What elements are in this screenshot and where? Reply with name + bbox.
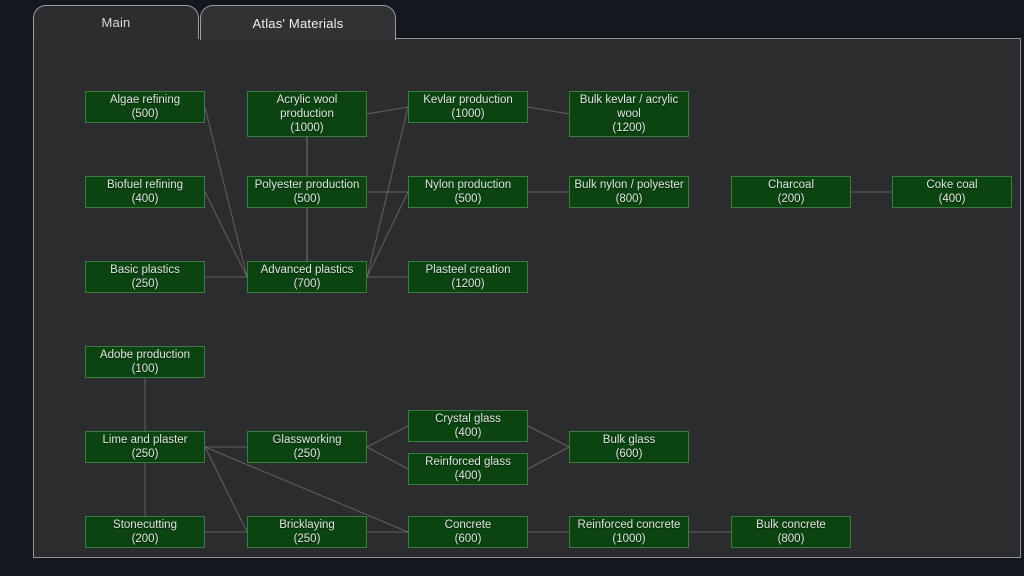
node-cost: (100) <box>131 363 159 375</box>
node-label: Concrete <box>444 519 492 531</box>
edge-crystal-to-bulkglass <box>527 425 570 448</box>
node-cost: (1000) <box>451 108 485 120</box>
research-node-acrylic[interactable]: Acrylic wool production (1000) <box>247 91 367 137</box>
node-cost: (200) <box>777 193 805 205</box>
research-node-stonecut[interactable]: Stonecutting (200) <box>85 516 205 548</box>
node-cost: (700) <box>293 278 321 290</box>
edge-advplast-to-nylon <box>366 191 409 278</box>
node-cost: (1200) <box>451 278 485 290</box>
research-node-advplast[interactable]: Advanced plastics (700) <box>247 261 367 293</box>
tab-label: Main <box>101 15 131 30</box>
research-node-basicplast[interactable]: Basic plastics (250) <box>85 261 205 293</box>
node-cost: (1000) <box>612 533 646 545</box>
edge-biofuel-to-advplast <box>204 191 248 278</box>
node-cost: (400) <box>454 427 482 439</box>
edge-kevlar-to-bulkkevlar <box>527 106 570 115</box>
research-node-reinfglass[interactable]: Reinforced glass (400) <box>408 453 528 485</box>
node-label: Coke coal <box>926 179 978 191</box>
node-cost: (250) <box>131 278 159 290</box>
tab-main[interactable]: Main <box>33 5 199 39</box>
node-label: Basic plastics <box>110 264 180 276</box>
node-label: Bulk kevlar / acrylic wool <box>579 94 679 120</box>
edge-glasswork-to-reinfglass <box>366 446 409 470</box>
research-node-bulkconc[interactable]: Bulk concrete (800) <box>731 516 851 548</box>
node-cost: (200) <box>131 533 159 545</box>
research-node-charcoal[interactable]: Charcoal (200) <box>731 176 851 208</box>
node-cost: (400) <box>938 193 966 205</box>
node-cost: (800) <box>777 533 805 545</box>
edge-lime-to-concrete <box>204 446 409 533</box>
research-node-nylon[interactable]: Nylon production (500) <box>408 176 528 208</box>
research-node-adobe[interactable]: Adobe production (100) <box>85 346 205 378</box>
node-label: Stonecutting <box>113 519 177 531</box>
research-node-crystal[interactable]: Crystal glass (400) <box>408 410 528 442</box>
research-node-brick[interactable]: Bricklaying (250) <box>247 516 367 548</box>
node-cost: (250) <box>293 448 321 460</box>
node-cost: (600) <box>615 448 643 460</box>
research-node-biofuel[interactable]: Biofuel refining (400) <box>85 176 205 208</box>
edge-acrylic-to-kevlar <box>366 106 409 115</box>
node-label: Algae refining <box>109 94 181 106</box>
research-node-plasteel[interactable]: Plasteel creation (1200) <box>408 261 528 293</box>
research-node-concrete[interactable]: Concrete (600) <box>408 516 528 548</box>
research-node-glasswork[interactable]: Glassworking (250) <box>247 431 367 463</box>
edge-lime-to-brick <box>204 446 248 533</box>
node-cost: (800) <box>615 193 643 205</box>
node-label: Acrylic wool production <box>276 94 338 120</box>
research-node-coke[interactable]: Coke coal (400) <box>892 176 1012 208</box>
research-node-algae[interactable]: Algae refining (500) <box>85 91 205 123</box>
tab-bar: Main Atlas' Materials <box>33 5 1024 40</box>
node-cost: (500) <box>131 108 159 120</box>
node-label: Charcoal <box>767 179 815 191</box>
node-cost: (250) <box>293 533 321 545</box>
research-node-polyester[interactable]: Polyester production (500) <box>247 176 367 208</box>
node-cost: (500) <box>293 193 321 205</box>
node-label: Reinforced concrete <box>577 519 681 531</box>
node-label: Reinforced glass <box>425 456 511 468</box>
node-label: Nylon production <box>424 179 512 191</box>
research-node-reinfconc[interactable]: Reinforced concrete (1000) <box>569 516 689 548</box>
node-label: Polyester production <box>254 179 360 191</box>
node-cost: (1000) <box>290 122 324 134</box>
node-label: Plasteel creation <box>425 264 511 276</box>
node-label: Bricklaying <box>279 519 335 531</box>
node-label: Kevlar production <box>423 94 513 106</box>
research-node-lime[interactable]: Lime and plaster (250) <box>85 431 205 463</box>
research-node-bulkglass[interactable]: Bulk glass (600) <box>569 431 689 463</box>
tab-atlas[interactable]: Atlas' Materials <box>200 5 396 40</box>
node-cost: (500) <box>454 193 482 205</box>
research-node-kevlar[interactable]: Kevlar production (1000) <box>408 91 528 123</box>
research-node-bulkkevlar[interactable]: Bulk kevlar / acrylic wool (1200) <box>569 91 689 137</box>
research-panel: Algae refining (500) Acrylic wool producti… <box>33 38 1021 558</box>
node-cost: (250) <box>131 448 159 460</box>
edge-reinfglass-to-bulkglass <box>527 446 570 470</box>
node-label: Glassworking <box>272 434 342 446</box>
research-node-bulknylon[interactable]: Bulk nylon / polyester (800) <box>569 176 689 208</box>
node-label: Bulk glass <box>602 434 656 446</box>
node-cost: (1200) <box>612 122 646 134</box>
edge-glasswork-to-crystal <box>366 425 409 448</box>
node-label: Lime and plaster <box>102 434 188 446</box>
edge-algae-to-advplast <box>204 106 248 278</box>
edge-layer <box>144 106 892 533</box>
node-label: Crystal glass <box>435 413 501 425</box>
panel-top-edge <box>363 38 1021 39</box>
tab-label: Atlas' Materials <box>252 15 344 31</box>
node-cost: (400) <box>454 470 482 482</box>
node-cost: (400) <box>131 193 159 205</box>
edge-advplast-to-kevlar <box>366 106 409 278</box>
node-label: Adobe production <box>99 349 191 361</box>
node-label: Biofuel refining <box>106 179 184 191</box>
tech-tree-graph[interactable]: Algae refining (500) Acrylic wool producti… <box>34 38 1020 557</box>
node-label: Bulk nylon / polyester <box>574 179 684 191</box>
node-label: Advanced plastics <box>260 264 354 276</box>
node-cost: (600) <box>454 533 482 545</box>
node-label: Bulk concrete <box>756 519 826 531</box>
